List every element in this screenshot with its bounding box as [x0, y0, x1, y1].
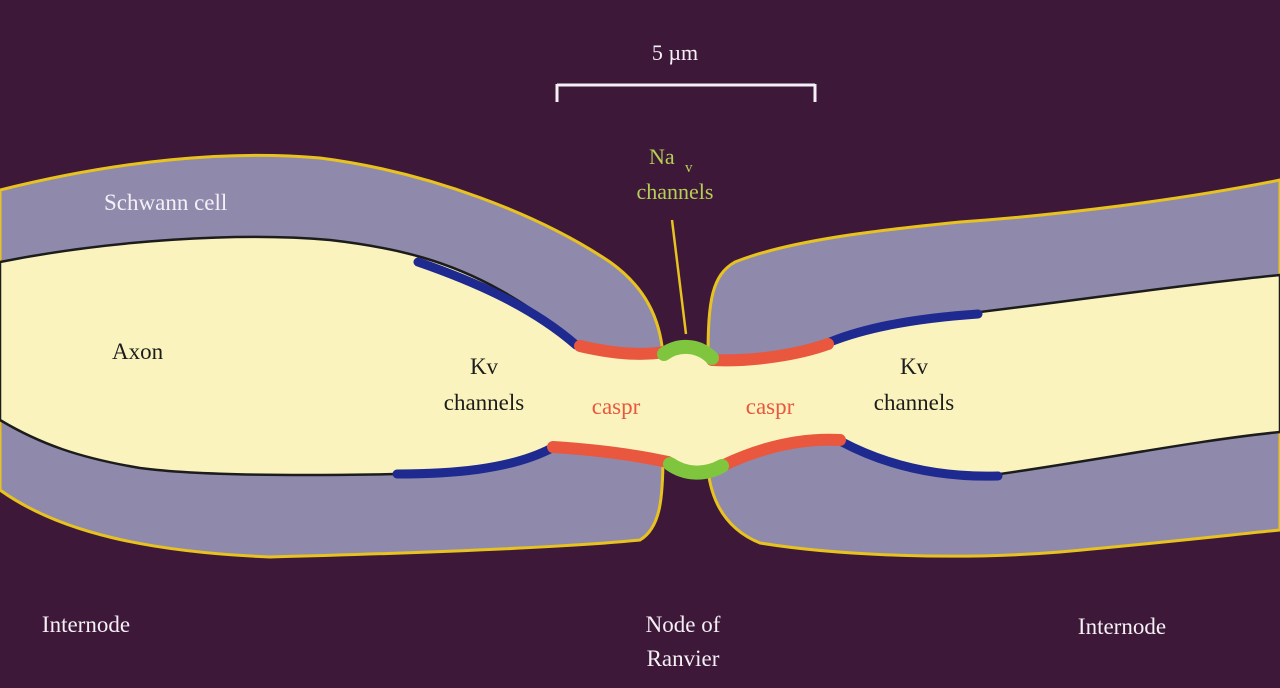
axon-label: Axon — [112, 339, 164, 364]
kv-channels-lower-right — [837, 437, 1003, 481]
nav-channels-label-line2: channels — [637, 179, 714, 204]
caspr-upper-right — [706, 338, 834, 367]
caspr-left-label: caspr — [592, 394, 641, 419]
kv-channels-upper-left — [413, 257, 581, 350]
internode-right-label: Internode — [1078, 614, 1166, 639]
caspr-lower-left — [547, 441, 674, 468]
internode-left-label: Internode — [42, 612, 130, 637]
node-of-ranvier-label-line1: Node of — [646, 612, 721, 637]
nav-channels-label-subscript: v — [685, 160, 693, 176]
nav-channels-upper — [657, 340, 719, 365]
caspr-upper-left — [574, 340, 670, 360]
nav-pointer-line — [670, 219, 688, 335]
scale-bar — [555, 83, 817, 102]
kv-right-label-line2: channels — [874, 390, 955, 415]
kv-left-label-line2: channels — [444, 390, 525, 415]
nav-channels-label-main: Na — [649, 144, 675, 169]
kv-channels-lower-left — [392, 443, 557, 479]
nav-channels-lower — [663, 457, 729, 480]
node-of-ranvier-label-line2: Ranvier — [647, 646, 720, 671]
kv-channels-upper-right — [825, 309, 983, 347]
schwann-cell-label: Schwann cell — [104, 190, 227, 215]
kv-left-label-line1: Kv — [470, 354, 499, 379]
kv-right-label-line1: Kv — [900, 354, 929, 379]
caspr-right-label: caspr — [746, 394, 795, 419]
scale-bar-label: 5 µm — [652, 40, 698, 65]
caspr-lower-right — [718, 433, 846, 471]
